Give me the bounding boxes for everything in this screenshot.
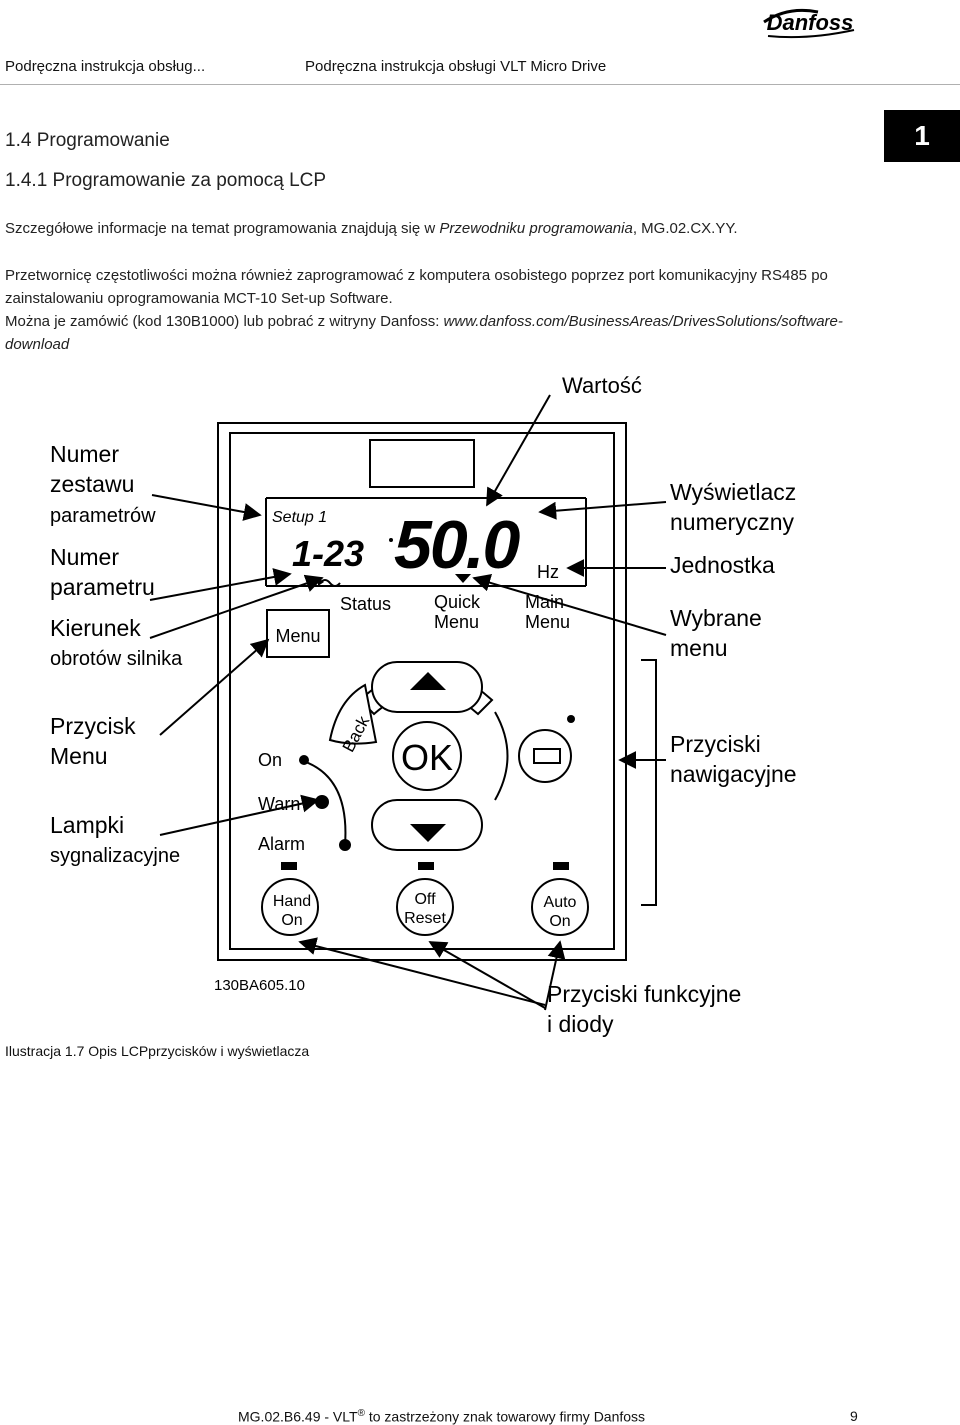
auto-on-button[interactable]: Auto On — [531, 878, 589, 936]
up-button[interactable] — [358, 661, 494, 716]
registered-mark: ® — [357, 1408, 365, 1419]
callout-numer-zestawu-1: Numer — [50, 441, 119, 467]
callout-numer-parametru-2: parametru — [50, 574, 155, 600]
callout-kierunek-1: Kierunek — [50, 615, 141, 641]
arrow-up-icon — [410, 672, 446, 690]
lcd-main-menu: Menu — [525, 612, 570, 632]
header-title: Podręczna instrukcja obsługi VLT Micro D… — [305, 58, 607, 75]
chapter-tab: 1 — [884, 110, 960, 162]
menu-button[interactable]: Menu — [266, 609, 330, 658]
callout-przycisk-menu-1: Przycisk — [50, 713, 136, 739]
callout-wyswietlacz-2: numeryczny — [670, 509, 794, 535]
figure-code: 130BA605.10 — [214, 977, 305, 994]
subsection-title: 1.4.1 Programowanie za pomocą LCP — [5, 170, 327, 191]
callout-wyswietlacz-1: Wyświetlacz — [670, 479, 796, 505]
footer-left: MG.02.B6.49 - VLT — [238, 1408, 358, 1425]
off-label: Off — [414, 891, 436, 908]
lcd-status: Status — [340, 594, 391, 614]
callout-jednostka: Jednostka — [670, 552, 775, 578]
callout-numer-parametru-1: Numer — [50, 544, 119, 570]
header-rule — [0, 84, 960, 85]
reset-label: Reset — [404, 910, 446, 927]
callout-przycisk-menu-2: Menu — [50, 743, 108, 769]
callout-funkcyjne-1: Przyciski funkcyjne — [547, 981, 741, 1007]
right-button[interactable] — [494, 711, 575, 801]
para1-text: Szczegółowe informacje na temat programo… — [5, 220, 440, 237]
lamp-alarm — [339, 839, 351, 851]
callout-nawigacyjne-2: nawigacyjne — [670, 761, 797, 787]
para2-line2: zainstalowaniu oprogramowania MCT-10 Set… — [5, 290, 393, 307]
callout-wybrane-menu-2: menu — [670, 635, 728, 661]
hand-on-button[interactable]: Hand On — [261, 878, 319, 936]
download-link-cont[interactable]: download — [5, 336, 70, 353]
callout-lampki-1: Lampki — [50, 812, 124, 838]
para2-line3: Można je zamówić (kod 130B1000) lub pobr… — [5, 313, 444, 330]
paragraph-1: Szczegółowe informacje na temat programo… — [5, 217, 738, 240]
ok-button[interactable]: OK — [392, 721, 462, 791]
section-title: 1.4 Programowanie — [5, 130, 170, 151]
lcd-unit: Hz — [537, 562, 559, 582]
para1-italic: Przewodniku programowania — [439, 220, 633, 237]
para1-suffix: , MG.02.CX.YY. — [632, 220, 738, 237]
callout-lampki-2: sygnalizacyjne — [50, 845, 180, 867]
lamp-on — [299, 755, 309, 765]
lcd-param-number: 1-23 — [292, 533, 364, 574]
lcd-quick-menu: Menu — [434, 612, 479, 632]
figure-caption: Ilustracja 1.7 Opis LCPprzycisków i wyśw… — [5, 1043, 310, 1059]
paragraph-2: Przetwornicę częstotliwości można równie… — [5, 264, 955, 356]
hand-on-label: On — [281, 912, 302, 929]
callout-wartosc: Wartość — [562, 373, 642, 398]
auto-on-label: On — [549, 913, 570, 930]
lcd-value: 50.0 — [394, 507, 521, 583]
lcd-setup: Setup 1 — [272, 509, 327, 526]
header-left: Podręczna instrukcja obsług... — [5, 58, 206, 75]
lcd-quick: Quick — [434, 592, 481, 612]
hand-label: Hand — [273, 893, 311, 910]
callout-funkcyjne-2: i diody — [547, 1011, 614, 1037]
callout-numer-zestawu-3: parametrów — [50, 505, 156, 527]
lamp-warn — [315, 795, 329, 809]
lamp-warn-label: Warn — [258, 794, 300, 814]
off-reset-button[interactable]: Off Reset — [396, 878, 454, 936]
lamp-on-label: On — [258, 750, 282, 770]
page-number: 9 — [850, 1408, 858, 1424]
menu-button-label: Menu — [275, 626, 320, 646]
svg-text:Danfoss: Danfoss — [767, 10, 854, 35]
footer-right: to zastrzeżony znak towarowy firmy Danfo… — [364, 1408, 646, 1425]
download-link[interactable]: www.danfoss.com/BusinessAreas/DrivesSolu… — [443, 313, 843, 330]
arrow-down-icon — [410, 824, 446, 842]
callout-numer-zestawu-2: zestawu — [50, 471, 134, 497]
callout-wybrane-menu-1: Wybrane — [670, 605, 762, 631]
danfoss-logo: Danfoss — [763, 8, 855, 39]
footer-text: MG.02.B6.49 - VLT® to zastrzeżony znak t… — [238, 1408, 645, 1425]
down-button[interactable] — [371, 799, 483, 851]
ok-button-label: OK — [401, 737, 453, 778]
callout-kierunek-2: obrotów silnika — [50, 648, 183, 670]
auto-label: Auto — [544, 894, 577, 911]
para2-line1: Przetwornicę częstotliwości można równie… — [5, 267, 828, 284]
lamp-alarm-label: Alarm — [258, 834, 305, 854]
callout-nawigacyjne-1: Przyciski — [670, 731, 761, 757]
